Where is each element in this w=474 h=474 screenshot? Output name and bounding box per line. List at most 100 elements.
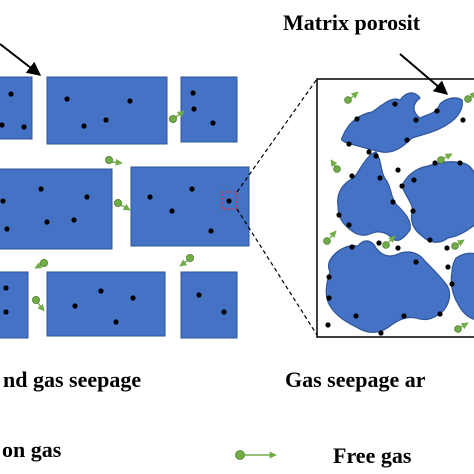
- adsorbed-gas-dot: [376, 240, 382, 246]
- pointer-arrow-left: [0, 43, 42, 76]
- legend: on gas Free gas: [2, 437, 412, 468]
- adsorbed-gas-dot: [98, 288, 104, 294]
- free-gas-particle: [40, 258, 49, 267]
- free-gas-right: [323, 91, 474, 333]
- adsorbed-gas-dot: [21, 124, 27, 130]
- adsorbed-gas-dot: [444, 245, 450, 251]
- adsorbed-gas-dot: [169, 208, 175, 214]
- adsorbed-gas-dot: [4, 226, 10, 232]
- matrix-blocks: [0, 76, 250, 339]
- free-gas-left: [32, 110, 194, 312]
- adsorbed-gas-dot: [221, 309, 227, 315]
- pore-blob: [340, 92, 463, 153]
- pore-blob: [337, 151, 411, 242]
- matrix-block: [180, 76, 238, 143]
- adsorbed-gas-dot: [399, 183, 405, 189]
- matrix-block: [130, 166, 250, 247]
- adsorbed-gas-dot: [395, 167, 401, 173]
- adsorbed-gas-dot: [390, 199, 396, 205]
- pore-blob: [401, 161, 474, 243]
- adsorbed-gas-dot: [377, 175, 383, 181]
- adsorbed-gas-dot: [64, 96, 70, 102]
- free-gas-particle: [451, 242, 459, 250]
- free-gas-particle: [382, 241, 390, 249]
- adsorbed-gas-dots-right: [325, 101, 466, 336]
- adsorbed-gas-dot: [84, 194, 90, 200]
- adsorbed-gas-dot: [353, 313, 359, 319]
- adsorbed-gas-dot: [0, 198, 6, 204]
- adsorbed-gas-dot: [437, 311, 443, 317]
- adsorbed-gas-dot: [3, 285, 9, 291]
- free-gas-particle: [32, 295, 41, 304]
- legend-free-gas-label: Free gas: [333, 443, 412, 468]
- adsorbed-gas-dot: [434, 108, 440, 114]
- left-panel-caption: nd gas seepage: [3, 367, 141, 392]
- pore-blob: [450, 252, 474, 320]
- adsorbed-gas-dot: [226, 198, 232, 204]
- adsorbed-gas-dot: [346, 141, 352, 147]
- pore-blob: [325, 240, 451, 333]
- adsorbed-gas-dot: [413, 117, 419, 123]
- free-gas-particle: [437, 156, 445, 164]
- adsorbed-gas-dot: [326, 274, 332, 280]
- pore-network: [325, 92, 474, 333]
- adsorbed-gas-dot: [72, 303, 78, 309]
- free-gas-particle: [333, 165, 341, 173]
- free-gas-particle: [454, 325, 462, 333]
- matrix-block: [0, 271, 29, 339]
- adsorbed-gas-dot: [457, 160, 463, 166]
- free-gas-particle: [464, 95, 472, 103]
- adsorbed-gas-dot: [191, 106, 197, 112]
- adsorbed-gas-dot: [378, 330, 384, 336]
- adsorbed-gas-dot: [413, 259, 419, 265]
- adsorbed-gas-dot: [3, 309, 9, 315]
- zoom-leader-top: [236, 78, 318, 193]
- adsorbed-gas-dot: [0, 122, 5, 128]
- adsorbed-gas-dot: [346, 222, 352, 228]
- adsorbed-gas-dot: [71, 217, 77, 223]
- free-gas-particle: [114, 198, 123, 207]
- adsorbed-gas-dots-left: [0, 90, 232, 325]
- adsorbed-gas-dot: [449, 281, 455, 287]
- zoom-leader-bottom: [236, 208, 318, 336]
- legend-free-gas-icon: [235, 450, 245, 460]
- adsorbed-gas-dot: [366, 149, 372, 155]
- adsorbed-gas-dot: [404, 137, 410, 143]
- adsorbed-gas-dot: [349, 244, 355, 250]
- adsorbed-gas-dot: [325, 322, 331, 328]
- free-gas-particle: [105, 155, 114, 164]
- legend-adsorbed-gas-label: on gas: [2, 437, 62, 462]
- adsorbed-gas-dot: [401, 313, 407, 319]
- adsorbed-gas-dot: [81, 123, 87, 129]
- adsorbed-gas-dot: [460, 117, 466, 123]
- matrix-block: [0, 76, 33, 140]
- adsorbed-gas-dot: [44, 219, 50, 225]
- pointer-arrow-matrix-porosity: [399, 53, 449, 95]
- adsorbed-gas-dot: [38, 186, 44, 192]
- adsorbed-gas-dot: [196, 292, 202, 298]
- adsorbed-gas-dot: [147, 194, 153, 200]
- adsorbed-gas-dot: [427, 237, 433, 243]
- adsorbed-gas-dot: [432, 160, 438, 166]
- matrix-porosity-label: Matrix porosit: [283, 10, 421, 35]
- right-panel-caption: Gas seepage ar: [285, 367, 426, 392]
- adsorbed-gas-dot: [373, 153, 379, 159]
- adsorbed-gas-dot: [103, 117, 109, 123]
- adsorbed-gas-dot: [130, 295, 136, 301]
- adsorbed-gas-dot: [410, 208, 416, 214]
- adsorbed-gas-dot: [326, 295, 332, 301]
- adsorbed-gas-dot: [354, 116, 360, 122]
- matrix-block: [0, 168, 113, 250]
- free-gas-particle: [168, 115, 177, 124]
- adsorbed-gas-dot: [208, 228, 214, 234]
- matrix-block: [46, 271, 166, 337]
- free-gas-particle: [185, 253, 194, 262]
- adsorbed-gas-dot: [113, 319, 119, 325]
- adsorbed-gas-dot: [190, 90, 196, 96]
- adsorbed-gas-dot: [127, 98, 133, 104]
- adsorbed-gas-dot: [349, 173, 355, 179]
- adsorbed-gas-dot: [8, 91, 14, 97]
- matrix-block: [180, 271, 238, 339]
- adsorbed-gas-dot: [210, 120, 216, 126]
